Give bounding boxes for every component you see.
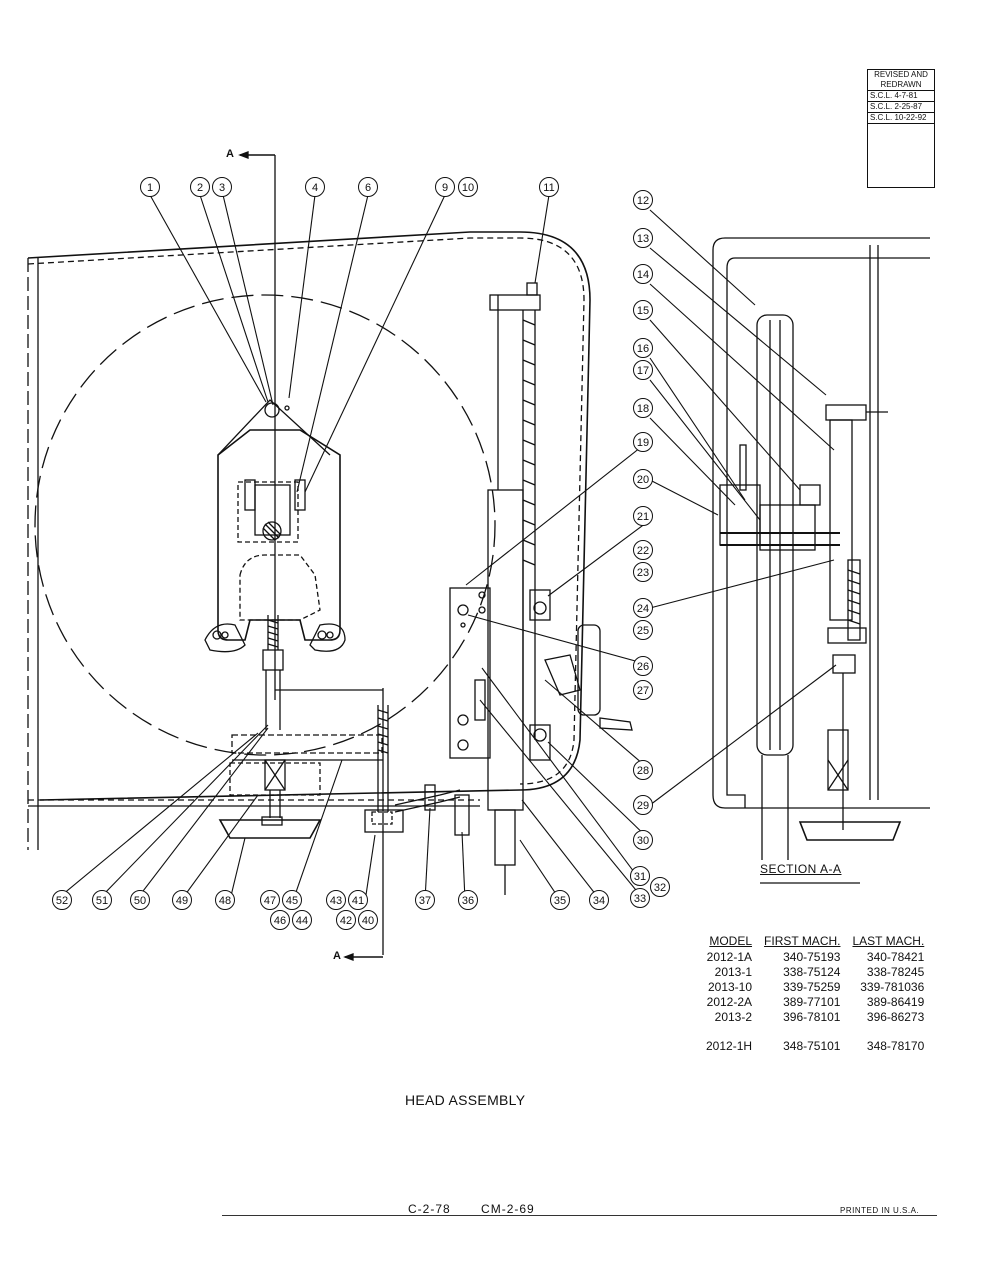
footer-code-2: CM-2-69 <box>481 1202 535 1216</box>
callout-4: 4 <box>305 177 325 197</box>
callout-48: 48 <box>215 890 235 910</box>
callout-42: 42 <box>336 910 356 930</box>
callout-19: 19 <box>633 432 653 452</box>
callout-41: 41 <box>348 890 368 910</box>
last-mach-cell: 389-86419 <box>866 995 925 1009</box>
callout-3: 3 <box>212 177 232 197</box>
table-row: 2012-1A 340-75193 340-78421 <box>700 950 930 965</box>
callout-18: 18 <box>633 398 653 418</box>
callout-40: 40 <box>358 910 378 930</box>
column-header-model: MODEL <box>709 934 753 948</box>
callout-51: 51 <box>92 890 112 910</box>
footer-rule <box>222 1215 937 1216</box>
model-cell: 2013-2 <box>714 1010 753 1024</box>
callout-28: 28 <box>633 760 653 780</box>
first-mach-cell: 389-77101 <box>783 995 841 1009</box>
callout-9: 9 <box>435 177 455 197</box>
column-header-first-mach: FIRST MACH. <box>764 934 841 948</box>
callout-34: 34 <box>589 890 609 910</box>
footer-code-1: C-2-78 <box>408 1202 451 1216</box>
revision-entry: S.C.L. 10-22-92 <box>868 113 934 124</box>
callout-25: 25 <box>633 620 653 640</box>
callout-21: 21 <box>633 506 653 526</box>
revision-blank <box>868 124 934 187</box>
footer-codes: C-2-78 CM-2-69 <box>408 1202 561 1216</box>
callout-6: 6 <box>358 177 378 197</box>
printed-in-label: PRINTED IN U.S.A. <box>840 1206 920 1215</box>
callout-45: 45 <box>282 890 302 910</box>
table-header-row: MODEL FIRST MACH. LAST MACH. <box>700 934 930 950</box>
callout-2: 2 <box>190 177 210 197</box>
callout-35: 35 <box>550 890 570 910</box>
callout-47: 47 <box>260 890 280 910</box>
callout-1: 1 <box>140 177 160 197</box>
callout-22: 22 <box>633 540 653 560</box>
callout-13: 13 <box>633 228 653 248</box>
callout-52: 52 <box>52 890 72 910</box>
callout-43: 43 <box>326 890 346 910</box>
callout-23: 23 <box>633 562 653 582</box>
table-row: 2013-2 396-78101 396-86273 <box>700 1010 930 1025</box>
model-cell: 2012-1H <box>706 1039 753 1053</box>
callout-36: 36 <box>458 890 478 910</box>
first-mach-cell: 338-75124 <box>783 965 841 979</box>
model-table: MODEL FIRST MACH. LAST MACH. 2012-1A 340… <box>700 934 930 1054</box>
first-mach-cell: 396-78101 <box>783 1010 841 1024</box>
callout-15: 15 <box>633 300 653 320</box>
callout-17: 17 <box>633 360 653 380</box>
callout-49: 49 <box>172 890 192 910</box>
first-mach-cell: 339-75259 <box>783 980 841 994</box>
last-mach-cell: 340-78421 <box>866 950 925 964</box>
callout-26: 26 <box>633 656 653 676</box>
table-row: 2012-2A 389-77101 389-86419 <box>700 995 930 1010</box>
table-row: 2012-1H 348-75101 348-78170 <box>700 1025 930 1054</box>
last-mach-cell: 348-78170 <box>866 1039 925 1053</box>
callout-33: 33 <box>630 888 650 908</box>
last-mach-cell: 396-86273 <box>866 1010 925 1024</box>
first-mach-cell: 348-75101 <box>783 1039 841 1053</box>
callout-32: 32 <box>650 877 670 897</box>
last-mach-cell: 339-781036 <box>860 980 925 994</box>
callout-27: 27 <box>633 680 653 700</box>
callout-14: 14 <box>633 264 653 284</box>
revision-header: REVISED AND REDRAWN <box>868 70 934 91</box>
drawing-title: HEAD ASSEMBLY <box>405 1092 526 1108</box>
table-row: 2013-1 338-75124 338-78245 <box>700 965 930 980</box>
callout-30: 30 <box>633 830 653 850</box>
first-mach-cell: 340-75193 <box>783 950 841 964</box>
revision-entry: S.C.L. 2-25-87 <box>868 102 934 113</box>
revision-box: REVISED AND REDRAWN S.C.L. 4-7-81 S.C.L.… <box>867 69 935 188</box>
model-cell: 2012-1A <box>706 950 753 964</box>
model-cell: 2013-1 <box>714 965 753 979</box>
callout-20: 20 <box>633 469 653 489</box>
section-label: SECTION A-A <box>760 862 842 876</box>
section-mark-top: A <box>226 148 234 160</box>
callout-10: 10 <box>458 177 478 197</box>
revision-entry: S.C.L. 4-7-81 <box>868 91 934 102</box>
section-mark-bottom: A <box>333 950 341 962</box>
callout-29: 29 <box>633 795 653 815</box>
column-header-last-mach: LAST MACH. <box>852 934 925 948</box>
model-cell: 2012-2A <box>706 995 753 1009</box>
callout-16: 16 <box>633 338 653 358</box>
callout-50: 50 <box>130 890 150 910</box>
last-mach-cell: 338-78245 <box>866 965 925 979</box>
callout-44: 44 <box>292 910 312 930</box>
callout-11: 11 <box>539 177 559 197</box>
callout-12: 12 <box>633 190 653 210</box>
callout-24: 24 <box>633 598 653 618</box>
callout-46: 46 <box>270 910 290 930</box>
callout-31: 31 <box>630 866 650 886</box>
table-row: 2013-10 339-75259 339-781036 <box>700 980 930 995</box>
callout-37: 37 <box>415 890 435 910</box>
model-cell: 2013-10 <box>707 980 753 994</box>
